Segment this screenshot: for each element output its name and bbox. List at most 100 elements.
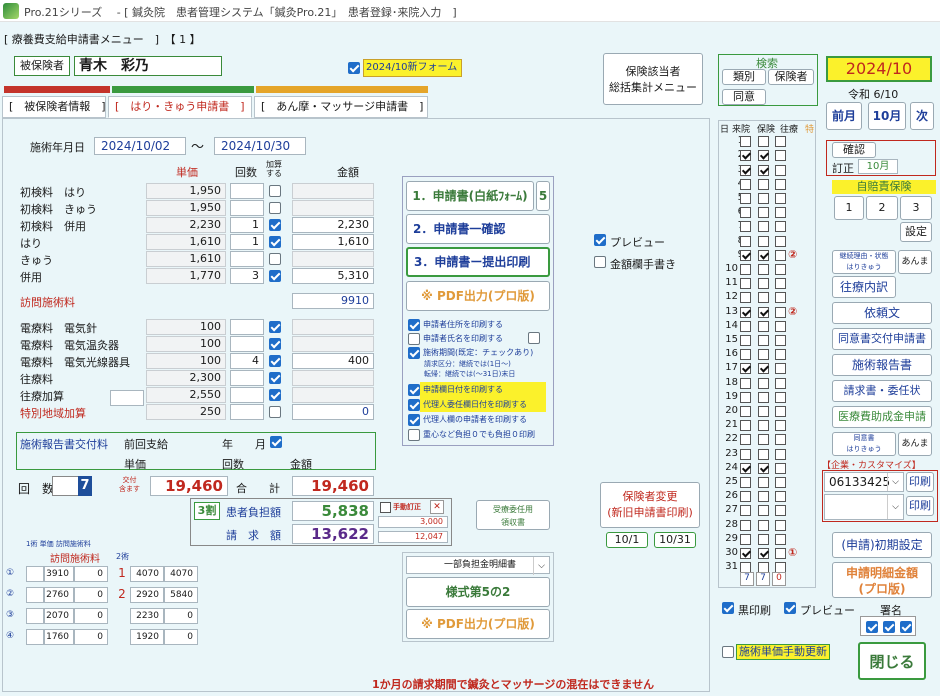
doui2-button[interactable]: 同意書 はりきゅう (832, 432, 896, 456)
cal-visit-checkbox[interactable] (740, 377, 751, 389)
sign-checkbox-1[interactable] (866, 621, 878, 633)
fee-count-input[interactable]: 3 (230, 268, 264, 284)
visit-row-unit2[interactable]: 2230 (130, 608, 164, 624)
cal-ins-checkbox[interactable] (758, 249, 769, 261)
cal-ofuku-checkbox[interactable] (775, 491, 786, 503)
cal-ofuku-checkbox[interactable] (775, 420, 786, 432)
print-opt-checkbox[interactable] (408, 384, 420, 396)
cal-ofuku-checkbox[interactable] (775, 519, 786, 531)
close-button[interactable]: 閉じる (858, 642, 926, 680)
period-from-input[interactable]: 2024/10/02 (94, 137, 186, 155)
cal-visit-checkbox[interactable] (740, 306, 751, 318)
cal-visit-checkbox[interactable] (740, 264, 751, 275)
print-opt-checkbox[interactable] (408, 429, 420, 441)
visit-row-fee[interactable]: 0 (74, 629, 108, 645)
cal-ins-checkbox[interactable] (758, 335, 769, 346)
fee-add-checkbox[interactable] (269, 321, 281, 333)
visit-row-unit[interactable]: 1760 (44, 629, 74, 645)
cal-visit-checkbox[interactable] (740, 235, 751, 247)
cal-ofuku-checkbox[interactable] (775, 406, 786, 417)
visit-row-fee[interactable]: 0 (74, 587, 108, 603)
visit-row-unit[interactable]: 2760 (44, 587, 74, 603)
houkoku-button[interactable]: 施術報告書 (832, 354, 932, 376)
cal-ins-checkbox[interactable] (758, 406, 769, 417)
fee-count-input[interactable] (230, 251, 264, 267)
print-opt-checkbox[interactable] (408, 319, 420, 331)
current-month-button[interactable]: 10月 (868, 102, 906, 130)
anma2-button[interactable]: あんま (898, 432, 932, 456)
ofuku-extra-input[interactable] (110, 390, 144, 406)
cal-visit-checkbox[interactable] (740, 164, 751, 176)
form52-button[interactable]: 様式第5の2 (406, 577, 550, 607)
code-select[interactable]: 06133425⌵ (824, 472, 904, 492)
fee-count-input[interactable]: 1 (230, 217, 264, 233)
pdf-pro-button[interactable]: ※ PDF出力(プロ版) (406, 281, 550, 311)
name-print-extra-checkbox[interactable] (528, 332, 540, 344)
cal-ofuku-checkbox[interactable] (775, 533, 786, 545)
preview2-checkbox[interactable] (784, 602, 796, 614)
auto-3-button[interactable]: 3 (900, 196, 932, 220)
pdf-pro-2-button[interactable]: ※ PDF出力(プロ版) (406, 609, 550, 639)
cal-ins-checkbox[interactable] (758, 306, 769, 318)
cal-visit-checkbox[interactable] (740, 406, 751, 417)
anma-button[interactable]: あんま (898, 250, 932, 274)
cal-ins-checkbox[interactable] (758, 221, 769, 233)
fee-count-input[interactable] (230, 336, 264, 352)
fee-count-input[interactable]: 4 (230, 353, 264, 369)
cal-ofuku-checkbox[interactable] (775, 150, 786, 162)
cal-ins-checkbox[interactable] (758, 434, 769, 446)
cal-visit-checkbox[interactable] (740, 292, 751, 304)
cal-ins-checkbox[interactable] (758, 264, 769, 275)
initial-settings-button[interactable]: (申請)初期設定 (832, 532, 932, 558)
cal-visit-checkbox[interactable] (740, 491, 751, 503)
cal-visit-checkbox[interactable] (740, 178, 751, 190)
cal-visit-checkbox[interactable] (740, 136, 751, 148)
cal-visit-checkbox[interactable] (740, 207, 751, 219)
custom-select[interactable]: ⌵ (824, 494, 904, 520)
cal-ofuku-checkbox[interactable] (775, 377, 786, 389)
cal-visit-checkbox[interactable] (740, 278, 751, 290)
irai-button[interactable]: 依頼文 (832, 302, 932, 324)
tab-insured-info[interactable]: [ 被保険者情報 ] (2, 96, 106, 118)
print-opt-checkbox[interactable] (408, 414, 420, 426)
print-opt-checkbox[interactable] (408, 333, 420, 345)
cal-visit-checkbox[interactable] (740, 363, 751, 375)
handwrite-checkbox[interactable] (594, 256, 606, 268)
claim-detail-button[interactable]: 申請明細金額 (プロ版) (832, 562, 932, 598)
date-1-button[interactable]: 10/1 (606, 532, 648, 548)
cal-visit-checkbox[interactable] (740, 391, 751, 403)
fee-add-checkbox[interactable] (269, 270, 281, 282)
tab-anma-massage[interactable]: [ あん摩・マッサージ申請書 ] (254, 96, 428, 118)
auto-2-button[interactable]: 2 (866, 196, 898, 220)
cal-ins-checkbox[interactable] (758, 533, 769, 545)
sign-checkbox-3[interactable] (900, 621, 912, 633)
preview-checkbox[interactable] (594, 234, 606, 246)
fee-add-checkbox[interactable] (269, 202, 281, 214)
visit-row-fee[interactable]: 0 (74, 608, 108, 624)
visit-row-unit[interactable]: 2070 (44, 608, 74, 624)
fee-count-input[interactable] (230, 404, 264, 420)
fee-add-checkbox[interactable] (269, 406, 281, 418)
prev-month-button[interactable]: 前月 (826, 102, 862, 130)
cal-ins-checkbox[interactable] (758, 292, 769, 304)
search-consent-button[interactable]: 同意 (722, 89, 766, 105)
insurer-change-button[interactable]: 保険者変更 (新旧申請書印刷) (600, 482, 700, 528)
manual-fix-checkbox[interactable] (380, 502, 391, 513)
search-insurer-button[interactable]: 保険者 (768, 69, 814, 85)
cal-visit-checkbox[interactable] (740, 249, 751, 261)
auto-1-button[interactable]: 1 (834, 196, 864, 220)
print-custom-button[interactable]: 印刷 (906, 496, 934, 516)
partial-select[interactable]: 一部負担金明細書⌵ (406, 556, 550, 575)
cal-ins-checkbox[interactable] (758, 462, 769, 474)
cal-visit-checkbox[interactable] (740, 519, 751, 531)
fee-count-input[interactable] (230, 183, 264, 199)
cal-visit-checkbox[interactable] (740, 150, 751, 162)
cal-ins-checkbox[interactable] (758, 491, 769, 503)
cal-ins-checkbox[interactable] (758, 178, 769, 190)
confirm-button[interactable]: 2．申請書一確認 (406, 214, 550, 244)
cal-ins-checkbox[interactable] (758, 193, 769, 204)
cal-ofuku-checkbox[interactable] (775, 335, 786, 346)
next-month-button[interactable]: 次 (910, 102, 934, 130)
cal-visit-checkbox[interactable] (740, 349, 751, 361)
cal-ofuku-checkbox[interactable] (775, 477, 786, 488)
